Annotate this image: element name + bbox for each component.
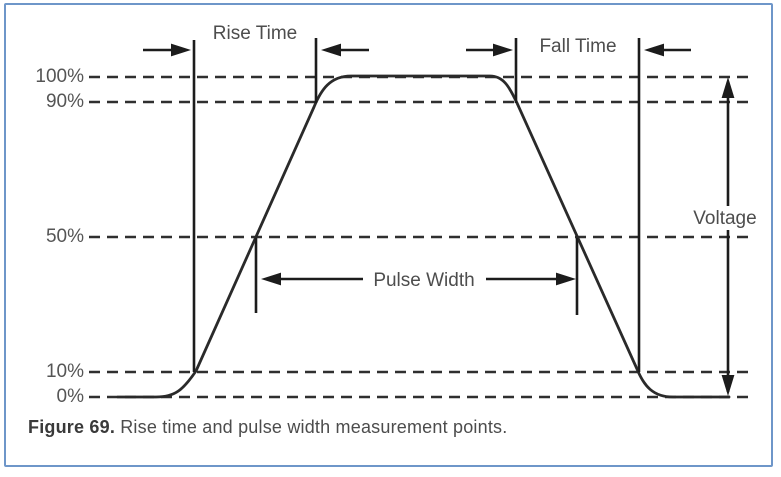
panel-border [4, 3, 773, 467]
voltage-label-backdrop [687, 206, 763, 230]
level-label-10: 10% [46, 361, 84, 382]
level-label-0: 0% [57, 386, 85, 407]
pulse-width-left-arrow-icon [261, 272, 281, 286]
pulse-width-arrows [261, 272, 576, 286]
level-label-100: 100% [35, 66, 84, 87]
caption-text: Rise time and pulse width measurement po… [120, 417, 508, 437]
level-label-50: 50% [46, 226, 84, 247]
pulse-waveform-trace [116, 74, 731, 399]
fall-left-arrow-icon [493, 43, 513, 57]
level-labels: 100% 90% 50% 10% 0% [35, 66, 84, 407]
figure-caption: Figure 69. Rise time and pulse width mea… [28, 417, 507, 438]
reference-level-lines [89, 75, 754, 399]
fall-right-arrow-icon [644, 43, 664, 57]
voltage-span-arrow [687, 77, 763, 396]
measurement-markers [192, 38, 641, 372]
rise-right-arrow-icon [321, 43, 341, 57]
pulse-width-right-arrow-icon [556, 272, 576, 286]
voltage-arrow-down-icon [721, 375, 735, 396]
rise-time-label: Rise Time [213, 23, 297, 44]
rise-left-arrow-icon [171, 43, 191, 57]
level-label-90: 90% [46, 91, 84, 112]
fall-time-label: Fall Time [539, 36, 616, 57]
caption-figure-number: Figure 69. [28, 417, 116, 437]
rise-time-arrows [143, 43, 369, 57]
voltage-arrow-up-icon [721, 77, 735, 98]
fall-time-arrows [466, 43, 691, 57]
annotation-labels: Rise Time Fall Time Pulse Width Voltage [213, 23, 757, 291]
voltage-label: Voltage [693, 208, 756, 229]
pulse-width-label: Pulse Width [373, 270, 474, 291]
